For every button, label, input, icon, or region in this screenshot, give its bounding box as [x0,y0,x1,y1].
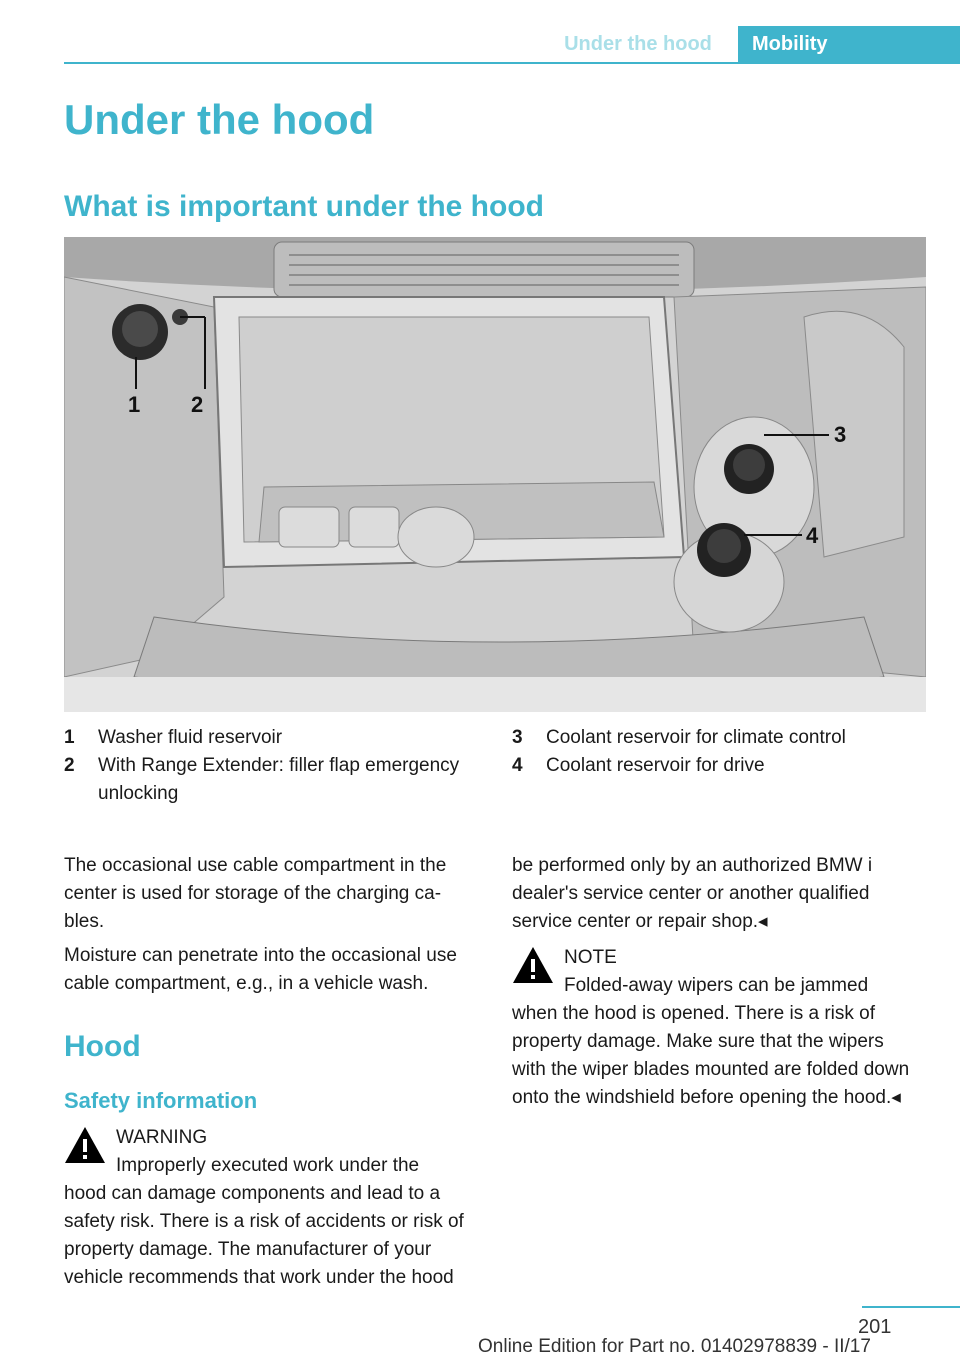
callout-2: 2 [191,392,203,417]
header-rule [64,62,960,64]
section-heading: Hood [64,1030,141,1063]
figure-legend-left: 1 Washer fluid reservoir 2 With Range Ex… [64,724,484,808]
legend-number: 3 [512,727,523,748]
warning-icon [65,1127,105,1163]
callout-1: 1 [128,392,140,417]
legend-text: Coolant reservoir for drive [546,755,765,776]
note-notice: NOTE Folded-away wipers can be jammed wh… [512,944,922,1112]
footer-edition: Online Edition for Part no. 01402978839 … [478,1336,871,1357]
paragraph: Moisture can penetrate into the occasion… [64,945,457,994]
warning-label: WARNING [116,1127,208,1148]
paragraph: The occasional use cable compartment in … [64,855,447,932]
page-subtitle: What is important under the hood [64,190,544,223]
legend-item: 1 Washer fluid reservoir [64,724,484,752]
note-label: NOTE [564,947,617,968]
legend-text: Coolant reservoir for climate control [546,727,846,748]
page-title: Under the hood [64,96,375,143]
header-section-tab: Under the hood [564,33,712,55]
left-column-body: The occasional use cable compartment in … [64,852,480,1004]
paragraph: be performed only by an authorized BMW i… [512,855,873,932]
legend-number: 2 [64,755,75,776]
header-chapter-tab: Mobility [738,26,960,62]
note-lead: Folded-away wipers can be jammed [564,975,869,996]
legend-text: Washer fluid reservoir [98,727,283,748]
legend-text: With Range Extender: filler flap emergen… [98,755,460,804]
legend-item: 2 With Range Extender: filler flap emerg… [64,752,484,808]
legend-number: 4 [512,755,523,776]
legend-item: 3 Coolant reservoir for climate control [512,724,932,752]
legend-number: 1 [64,727,75,748]
subsection-heading: Safety information [64,1088,258,1113]
callout-3: 3 [834,422,846,447]
callout-4: 4 [806,523,819,548]
figure-legend-right: 3 Coolant reservoir for climate control … [512,724,932,780]
legend-item: 4 Coolant reservoir for drive [512,752,932,780]
page-number: 201 [858,1316,892,1338]
warning-lead: Improperly executed work under the [116,1155,420,1176]
warning-notice: WARNING Improperly executed work under t… [64,1124,480,1292]
engine-bay-illustration: 1 2 3 4 [64,237,926,712]
warning-icon [513,947,553,983]
right-column-body: be performed only by an authorized BMW i… [512,852,922,942]
page-number-rule [862,1306,960,1308]
warning-body: hood can damage components and lead to a… [64,1183,464,1288]
note-body: when the hood is opened. There is a risk… [512,1003,910,1108]
